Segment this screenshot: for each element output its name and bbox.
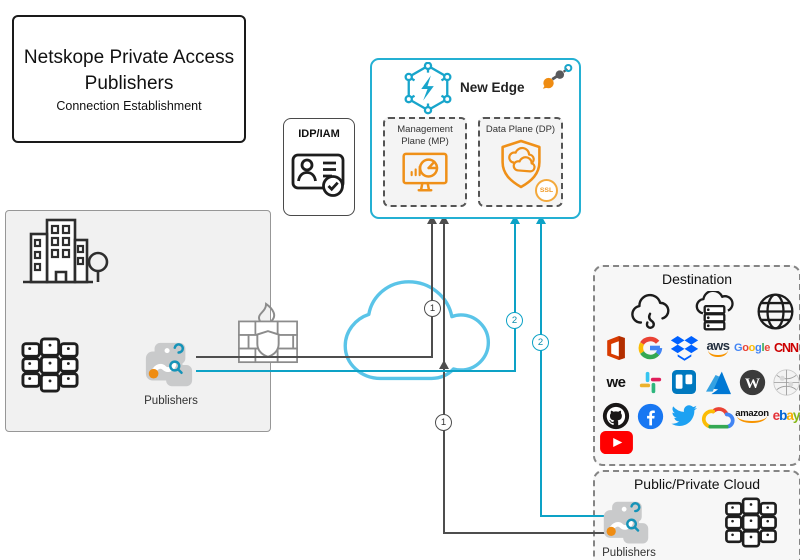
trello-icon: [672, 370, 696, 394]
step-marker-1: 1: [424, 300, 441, 317]
netskope-logo-icon: [541, 63, 573, 90]
aws-icon: aws: [706, 339, 730, 357]
connection-line-cloudsite-to-dp-vertical: [540, 224, 542, 517]
firewall-icon: [236, 296, 300, 374]
connection-line-site-to-mp-vertical: [431, 224, 433, 357]
arrowhead-mp-2-mid: [439, 360, 449, 369]
youtube-icon: [599, 430, 633, 454]
wordpress-icon: W: [739, 369, 766, 396]
identity-card-check-icon: [290, 148, 348, 200]
connection-line-cloudsite-to-mp-vertical: [443, 224, 445, 534]
diagram-subtitle: Connection Establishment: [56, 98, 202, 113]
monitor-analytics-icon: [401, 151, 449, 194]
step-marker-2: 2: [506, 312, 523, 329]
title-box: Netskope Private Access Publishers Conne…: [12, 15, 246, 143]
newedge-network-icon: [402, 62, 454, 116]
publishers-label-cloud: Publishers: [602, 547, 656, 559]
management-plane-box: Management Plane (MP): [383, 117, 467, 207]
building-icon: [20, 216, 110, 288]
public-private-cloud-title: Public/Private Cloud: [633, 476, 761, 492]
management-plane-label: Management Plane (MP): [397, 124, 453, 147]
server-rack-icon: [18, 336, 82, 394]
step-marker-2b: 2: [532, 334, 549, 351]
amazon-icon: amazon: [735, 409, 769, 423]
wework-icon: we: [606, 373, 626, 391]
connection-line-site-to-mp-horizontal: [196, 356, 433, 358]
publisher-icon-cloud: [601, 499, 651, 549]
svg-text:W: W: [744, 374, 759, 391]
cnn-icon: CNN: [773, 340, 799, 355]
facebook-icon: [637, 403, 664, 430]
connection-line-site-to-dp-horizontal: [196, 370, 516, 372]
data-plane-label: Data Plane (DP): [485, 124, 556, 135]
publishers-label: Publishers: [144, 395, 198, 407]
destination-logo-row: we W: [600, 367, 800, 397]
connection-line-cloudsite-to-dp-horizontal: [541, 515, 608, 517]
google-cloud-icon: [701, 402, 736, 430]
github-icon: [602, 402, 630, 430]
cloud-server-icon: [693, 291, 736, 332]
google-g-icon: [637, 335, 663, 361]
cloud-arrow-icon: [629, 292, 673, 331]
idp-iam-box: IDP/IAM: [283, 118, 355, 216]
arrowhead-mp-1: [427, 215, 437, 224]
ssl-badge: SSL: [535, 179, 558, 202]
connection-line-cloudsite-to-mp-horizontal: [444, 532, 608, 534]
publisher-icon: [143, 340, 195, 392]
twitter-icon: [670, 404, 698, 428]
destination-logo-row: [599, 428, 800, 456]
data-plane-box: Data Plane (DP) SSL: [478, 117, 563, 207]
globe-icon: [756, 292, 795, 331]
internet-cloud-icon: [328, 274, 514, 384]
step-marker-1b: 1: [435, 414, 452, 431]
destination-logo-row: [629, 291, 795, 332]
server-rack-icon-cloud: [722, 496, 780, 549]
new-edge-title: New Edge: [460, 80, 525, 95]
arrowhead-mp-2: [439, 215, 449, 224]
connection-line-site-to-dp-vertical: [514, 224, 516, 372]
slack-icon: [638, 370, 663, 395]
shield-cloud-icon: [498, 138, 544, 190]
arrowhead-dp-2: [536, 215, 546, 224]
wikipedia-icon: [772, 368, 800, 396]
dropbox-icon: [670, 335, 699, 361]
destination-title: Destination: [661, 271, 733, 287]
idp-iam-label: IDP/IAM: [298, 128, 340, 140]
azure-icon: [704, 370, 733, 395]
office-icon: [604, 335, 628, 361]
diagram-title: Netskope Private Access Publishers: [23, 47, 235, 94]
arrowhead-dp-1: [510, 215, 520, 224]
